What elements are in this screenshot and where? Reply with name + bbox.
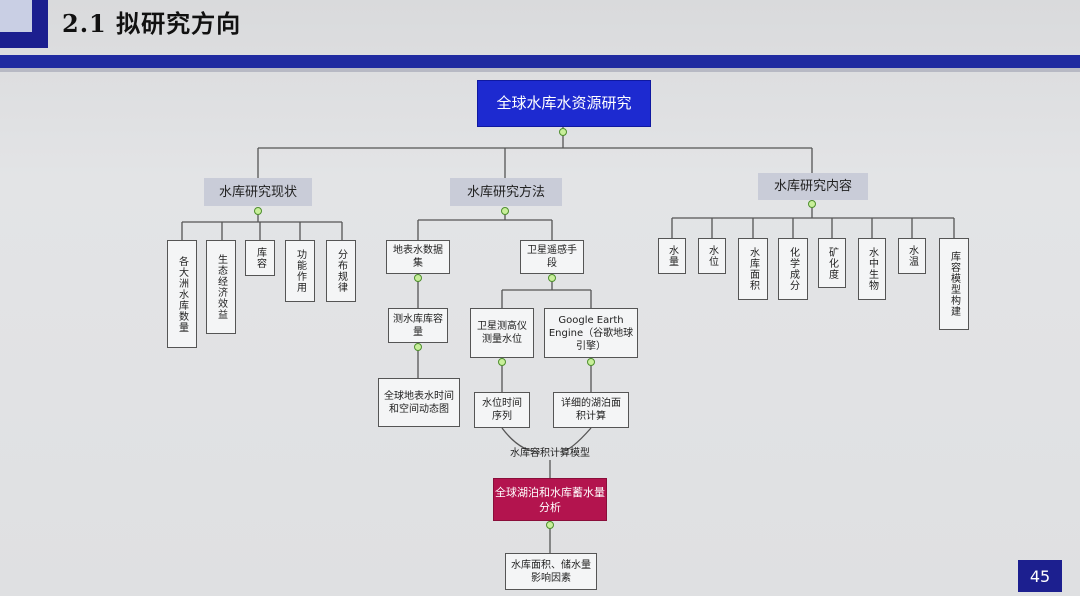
status-item: 各大洲水库数量 bbox=[167, 240, 197, 348]
content-item: 水量 bbox=[658, 238, 686, 274]
method-altimetry: 卫星测高仪测量水位 bbox=[470, 308, 534, 358]
method-lake-area: 详细的湖泊面积计算 bbox=[553, 392, 629, 428]
header-decoration-light bbox=[0, 0, 32, 32]
status-item: 功能作用 bbox=[285, 240, 315, 302]
content-item: 化学成分 bbox=[778, 238, 808, 300]
model-label: 水库容积计算模型 bbox=[510, 447, 590, 459]
method-remote-sensing: 卫星遥感手段 bbox=[520, 240, 584, 274]
status-item: 生态经济效益 bbox=[206, 240, 236, 334]
content-item: 矿化度 bbox=[818, 238, 846, 288]
content-item: 水位 bbox=[698, 238, 726, 274]
method-capacity: 测水库库容量 bbox=[388, 308, 448, 343]
content-item: 水温 bbox=[898, 238, 926, 274]
method-water-level-series: 水位时间序列 bbox=[474, 392, 530, 428]
content-item: 水库面积 bbox=[738, 238, 768, 300]
root-node: 全球水库水资源研究 bbox=[477, 80, 651, 127]
category-status: 水库研究现状 bbox=[204, 178, 312, 206]
page-title: 2.1 拟研究方向 bbox=[62, 9, 242, 38]
method-surface-data: 地表水数据集 bbox=[386, 240, 450, 274]
method-factors: 水库面积、储水量影响因素 bbox=[505, 553, 597, 590]
content-item: 水中生物 bbox=[858, 238, 886, 300]
method-analysis: 全球湖泊和水库蓄水量分析 bbox=[493, 478, 607, 521]
header-bar-shadow bbox=[0, 68, 1080, 72]
content-item: 库容模型构建 bbox=[939, 238, 969, 330]
method-global-map: 全球地表水时间和空间动态图 bbox=[378, 378, 460, 427]
status-item: 库容 bbox=[245, 240, 275, 276]
category-method: 水库研究方法 bbox=[450, 178, 562, 206]
status-item: 分布规律 bbox=[326, 240, 356, 302]
category-content: 水库研究内容 bbox=[758, 173, 868, 200]
page-number: 45 bbox=[1018, 560, 1062, 592]
method-gee: Google Earth Engine（谷歌地球引擎） bbox=[544, 308, 638, 358]
header-bar bbox=[0, 55, 1080, 68]
